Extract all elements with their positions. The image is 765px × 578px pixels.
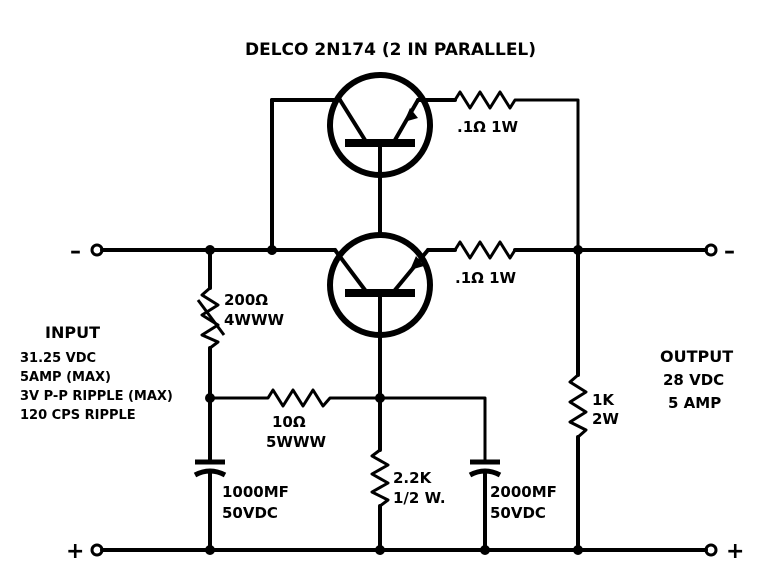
output-plus-terminal [704, 543, 718, 557]
input-minus-terminal [90, 243, 104, 257]
output-minus-terminal [704, 243, 718, 257]
svg-text:1000MF: 1000MF [222, 483, 289, 501]
svg-text:50VDC: 50VDC [490, 504, 546, 522]
svg-text:2000MF: 2000MF [490, 483, 557, 501]
svg-text:2.2K: 2.2K [393, 469, 433, 487]
resistor-1k: 1K 2W [568, 248, 619, 552]
transistor-top [270, 72, 457, 252]
svg-text:5AMP (MAX): 5AMP (MAX) [20, 370, 111, 385]
svg-text:4WWW: 4WWW [224, 311, 285, 329]
svg-text:120 CPS RIPPLE: 120 CPS RIPPLE [20, 408, 136, 423]
svg-text:OUTPUT: OUTPUT [660, 347, 733, 366]
resistor-top: .1Ω 1W [453, 90, 580, 250]
svg-text:50VDC: 50VDC [222, 504, 278, 522]
svg-text:1K: 1K [592, 391, 615, 409]
input-plus-terminal [90, 543, 104, 557]
resistor-variable-200: 200Ω 4WWW [196, 248, 285, 462]
svg-text:3V P-P RIPPLE (MAX): 3V P-P RIPPLE (MAX) [20, 389, 173, 404]
output-plus-label: + [726, 539, 744, 564]
svg-text:2W: 2W [592, 410, 619, 428]
transistor-bottom [327, 232, 433, 452]
capacitor-2000mf: 2000MF 50VDC [468, 459, 557, 552]
output-minus-label: – [724, 239, 735, 264]
svg-text:28 VDC: 28 VDC [663, 371, 724, 389]
svg-text:10Ω: 10Ω [272, 413, 306, 431]
junction-dots [205, 245, 583, 555]
svg-text:5WWW: 5WWW [266, 433, 327, 451]
svg-text:.1Ω 1W: .1Ω 1W [457, 118, 519, 136]
svg-text:200Ω: 200Ω [224, 291, 268, 309]
svg-text:INPUT: INPUT [45, 323, 100, 342]
svg-text:.1Ω 1W: .1Ω 1W [455, 269, 517, 287]
title: DELCO 2N174 (2 IN PARALLEL) [245, 40, 536, 60]
resistor-2-2k: 2.2K 1/2 W. [370, 448, 446, 552]
svg-text:31.25 VDC: 31.25 VDC [20, 351, 96, 366]
svg-text:5 AMP: 5 AMP [668, 394, 721, 412]
resistor-10: 10Ω 5WWW [210, 388, 487, 460]
svg-text:1/2 W.: 1/2 W. [393, 489, 446, 507]
output-specs: OUTPUT 28 VDC 5 AMP [660, 347, 733, 412]
resistor-bottom: .1Ω 1W [453, 240, 517, 287]
input-minus-label: – [70, 239, 81, 264]
input-specs: INPUT 31.25 VDC 5AMP (MAX) 3V P-P RIPPLE… [20, 323, 173, 423]
capacitor-1000mf: 1000MF 50VDC [193, 459, 289, 552]
input-plus-label: + [66, 539, 84, 564]
